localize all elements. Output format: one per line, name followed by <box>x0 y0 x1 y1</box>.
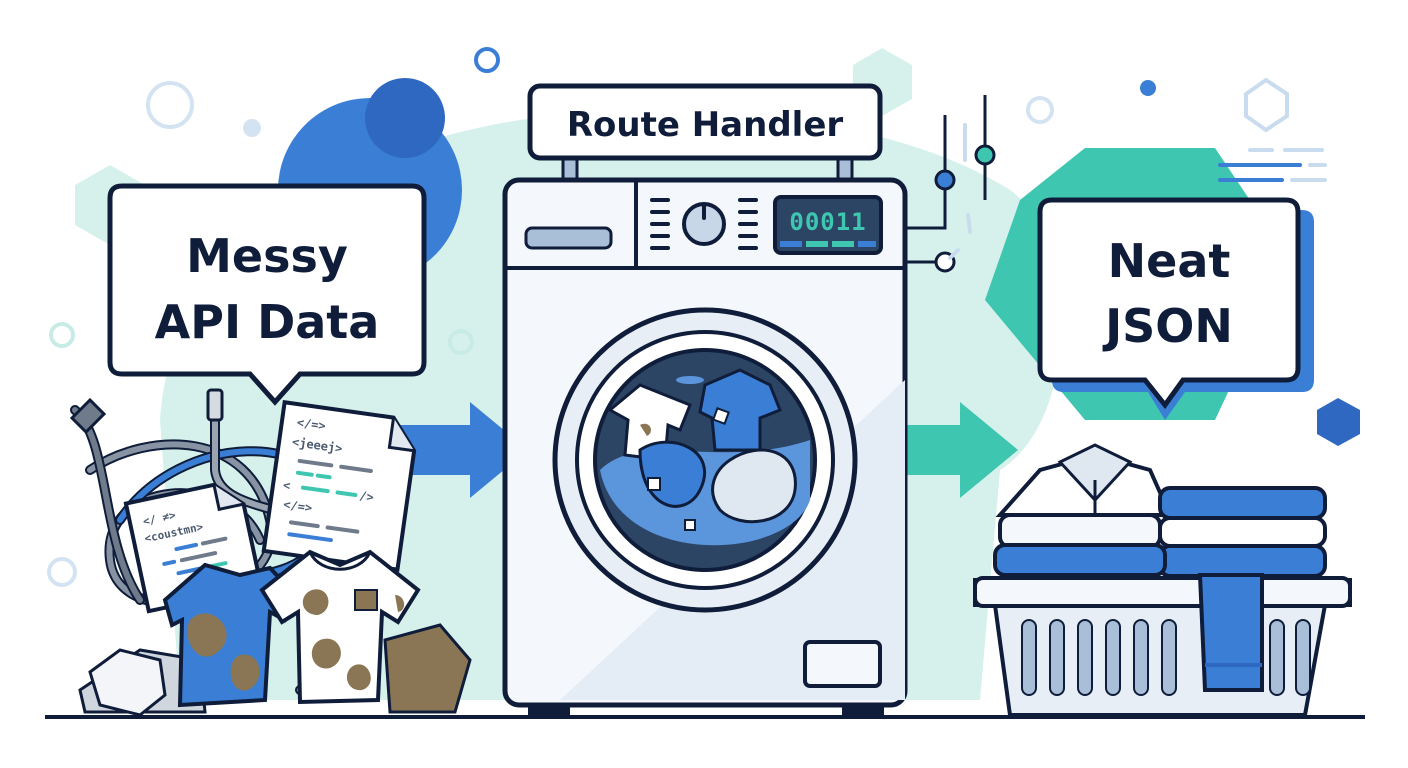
crumpled-paper <box>88 648 167 717</box>
paper-code-line: < <box>282 478 291 493</box>
detergent-drawer <box>524 226 613 250</box>
filter-door <box>803 640 882 688</box>
paper-code-line: /> <box>358 489 374 505</box>
code-paper-right: </=> <jeeej> < /> </=> <box>261 400 417 572</box>
neat-json-bubble: Neat JSON <box>1037 197 1314 420</box>
hanging-blue-towel <box>1197 573 1264 692</box>
messy-label-line1: Messy <box>186 229 348 283</box>
messy-api-data-bubble: Messy API Data <box>107 183 427 406</box>
power-plug-icon <box>69 397 107 435</box>
route-handler-sign <box>527 83 883 161</box>
blue-hexagon <box>1317 398 1360 446</box>
route-handler-label: Route Handler <box>567 105 844 145</box>
neat-label-line2: JSON <box>1102 299 1233 353</box>
dial-knob-icon <box>682 202 726 246</box>
paper-code-line: <jeeej> <box>291 435 343 456</box>
folded-blue-towels <box>993 486 1327 578</box>
input-arrow <box>385 402 528 498</box>
paper-code-line: </=> <box>282 497 313 515</box>
clean-laundry-basket <box>973 443 1352 717</box>
paper-code-line: </=> <box>296 415 327 433</box>
display-readout: 00011 <box>789 208 866 236</box>
machine-display: 00011 <box>773 195 883 255</box>
washing-machine-route-handler: Route Handler 00011 <box>502 83 908 718</box>
messy-data-pile: </=> <jeeej> < /> </=> </ ≠> <coustmn> <box>69 388 472 717</box>
usb-plug-icon <box>206 388 224 422</box>
messy-label-line2: API Data <box>155 295 380 349</box>
neat-label-line1: Neat <box>1108 234 1231 288</box>
output-arrow <box>905 402 1018 498</box>
stained-white-shirt <box>259 549 421 705</box>
machine-door <box>552 307 858 613</box>
